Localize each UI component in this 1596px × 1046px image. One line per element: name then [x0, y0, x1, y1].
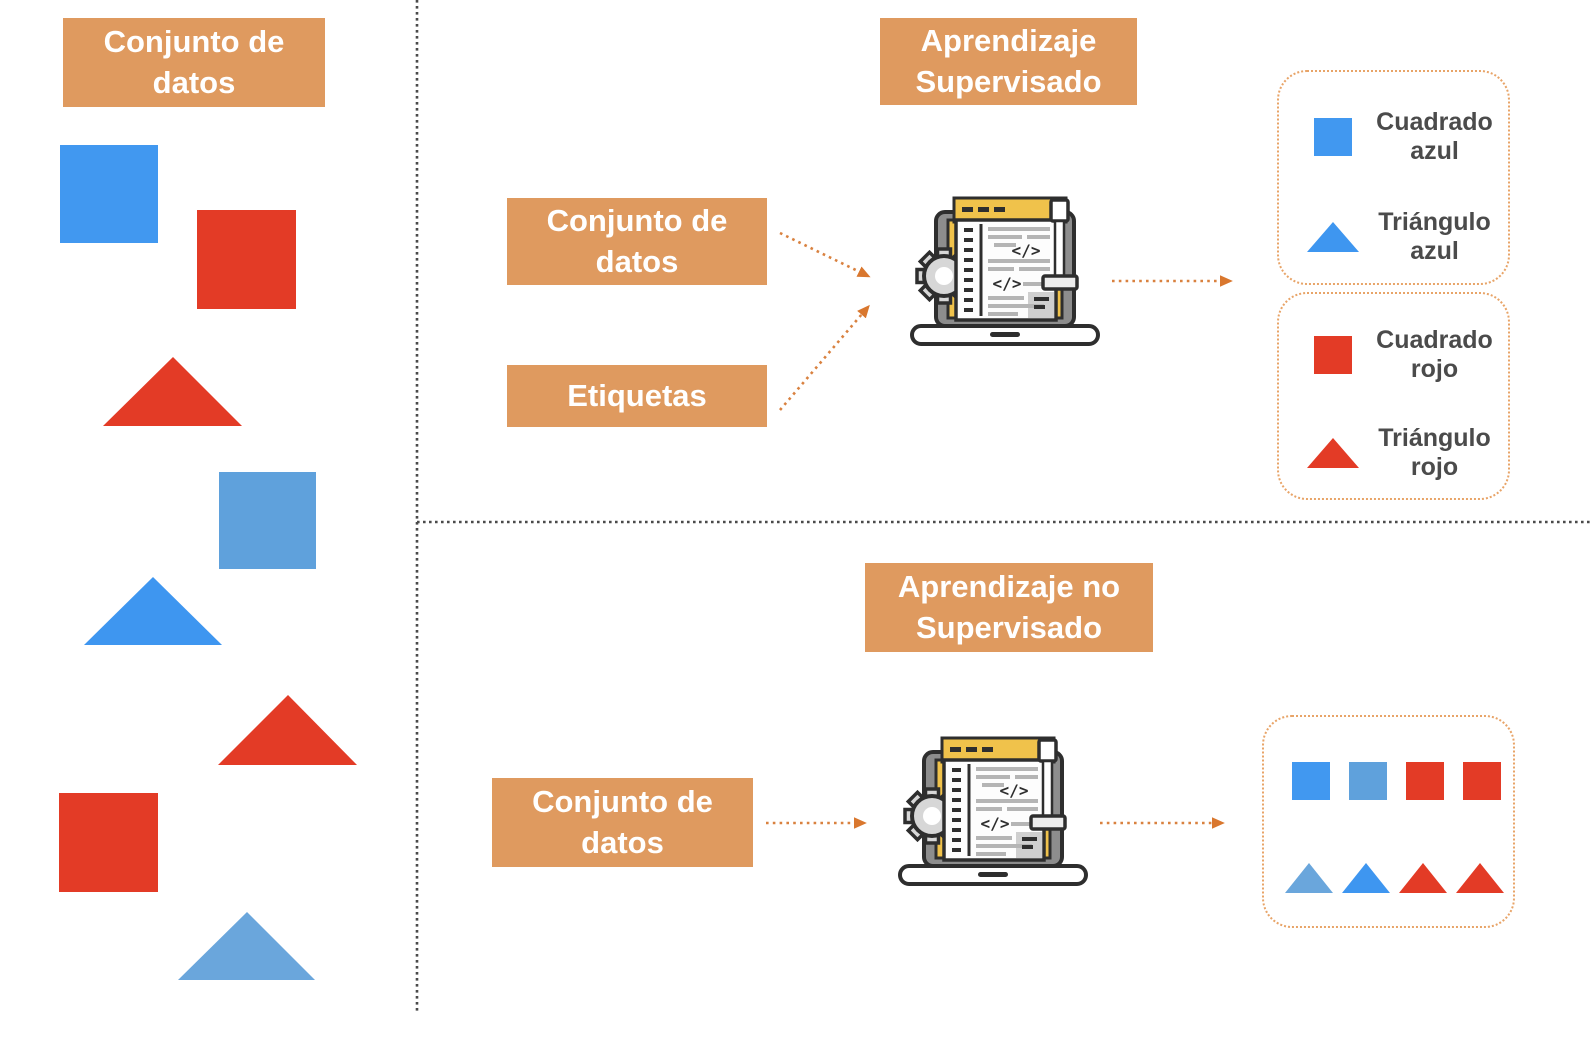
supervised-output-group-red: Cuadrado rojo Triángulo rojo	[1277, 292, 1510, 500]
dataset-red-square	[197, 210, 296, 309]
legend-label: Cuadrado azul	[1376, 107, 1493, 166]
dataset-blue-triangle	[84, 577, 222, 645]
cluster-red-square	[1406, 762, 1444, 800]
supervised-output-group-blue: Cuadrado azul Triángulo azul	[1277, 70, 1510, 285]
supervised-input-dataset-box: Conjunto de datos	[507, 198, 767, 285]
dataset-red-square-2	[59, 793, 158, 892]
cluster-blue-triangle	[1342, 863, 1390, 893]
unsupervised-cluster-box	[1262, 715, 1515, 928]
legend-item-red-square: Cuadrado rojo	[1279, 324, 1508, 386]
dataset-lightblue-triangle	[178, 912, 315, 980]
unsupervised-input-dataset-box: Conjunto de datos	[492, 778, 753, 867]
legend-item-blue-square: Cuadrado azul	[1279, 106, 1508, 168]
legend-label: Triángulo rojo	[1378, 423, 1491, 482]
cluster-lightblue-triangle	[1285, 863, 1333, 893]
legend-item-blue-triangle: Triángulo azul	[1279, 206, 1508, 268]
supervised-input-labels-box: Etiquetas	[507, 365, 767, 427]
supervised-title: Aprendizaje Supervisado	[880, 18, 1137, 105]
cluster-squares-row	[1292, 762, 1501, 800]
red-triangle-icon	[1307, 438, 1359, 468]
arrow-dataset-to-model	[779, 231, 871, 278]
blue-triangle-icon	[1307, 222, 1359, 252]
dataset-red-triangle	[103, 357, 242, 426]
arrow-labels-to-model	[779, 304, 870, 411]
cluster-triangles-row	[1285, 863, 1504, 893]
blue-square-icon	[1314, 118, 1352, 156]
cluster-red-triangle	[1399, 863, 1447, 893]
legend-label: Cuadrado rojo	[1376, 325, 1493, 384]
laptop-code-icon	[898, 736, 1088, 886]
red-square-icon	[1314, 336, 1352, 374]
laptop-code-icon	[910, 196, 1100, 346]
cluster-red-square-2	[1463, 762, 1501, 800]
cluster-blue-square	[1292, 762, 1330, 800]
dataset-lightblue-square	[219, 472, 316, 569]
dataset-red-triangle-2	[218, 695, 357, 765]
dataset-panel-title: Conjunto de datos	[63, 18, 325, 107]
cluster-red-triangle-2	[1456, 863, 1504, 893]
legend-label: Triángulo azul	[1378, 207, 1491, 266]
cluster-lightblue-square	[1349, 762, 1387, 800]
unsupervised-title: Aprendizaje no Supervisado	[865, 563, 1153, 652]
legend-item-red-triangle: Triángulo rojo	[1279, 422, 1508, 484]
dataset-blue-square	[60, 145, 158, 243]
